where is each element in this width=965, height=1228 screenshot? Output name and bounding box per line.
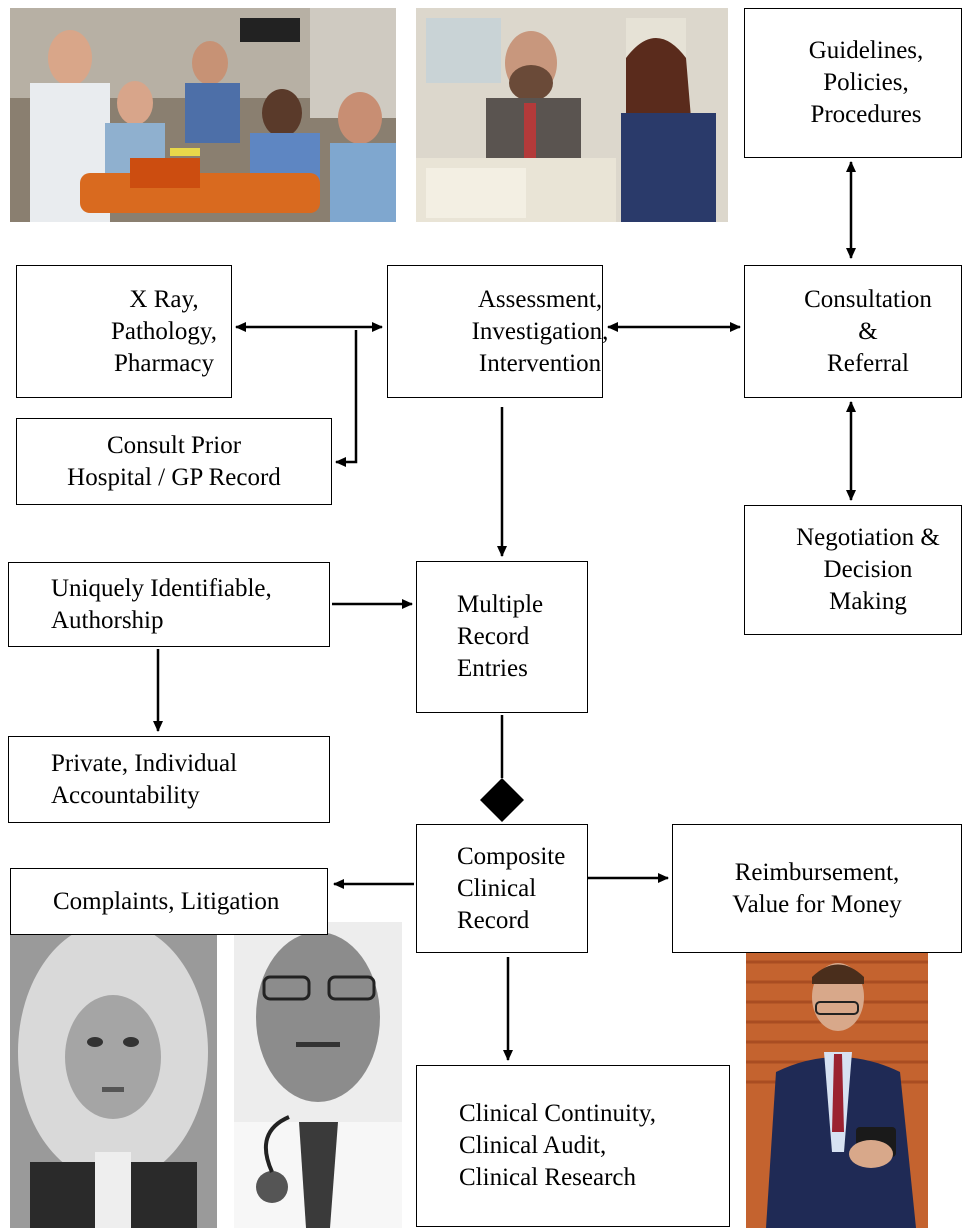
box-reimbursement: Reimbursement, Value for Money: [672, 824, 962, 953]
box-uniquely: Uniquely Identifiable, Authorship: [8, 562, 330, 647]
box-composite: Composite Clinical Record: [416, 824, 588, 953]
box-private: Private, Individual Accountability: [8, 736, 330, 823]
box-consultation: Consultation & Referral: [744, 265, 962, 398]
box-negotiation: Negotiation & Decision Making: [744, 505, 962, 635]
box-assessment: Assessment, Investigation, Intervention: [387, 265, 608, 398]
box-multiple: Multiple Record Entries: [416, 561, 588, 713]
box-complaints: Complaints, Litigation: [10, 868, 328, 935]
photo-emergency-team: [10, 8, 396, 222]
photo-doctor: [234, 922, 402, 1228]
photo-consultation-meeting: [416, 8, 728, 222]
box-continuity: Clinical Continuity, Clinical Audit, Cli…: [416, 1065, 730, 1227]
box-guidelines: Guidelines, Policies, Procedures: [744, 8, 962, 158]
box-consult-prior: Consult Prior Hospital / GP Record: [16, 418, 332, 505]
photo-judge: [10, 922, 217, 1228]
photo-businessman: [746, 922, 928, 1228]
arrow-to-consult-prior: [335, 330, 358, 467]
box-xray: X Ray, Pathology, Pharmacy: [16, 265, 232, 398]
aggregation-diamond: [480, 778, 524, 822]
